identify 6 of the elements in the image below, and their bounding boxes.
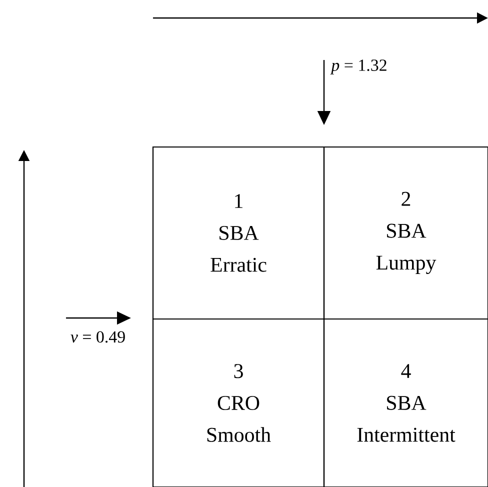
threshold-label: p = 1.32 bbox=[330, 60, 386, 74]
grid-cell: 4 SBA Intermittent bbox=[323, 318, 488, 487]
grid-cell: 2 SBA Lumpy bbox=[323, 146, 488, 320]
grid-cell: 1 SBA Erratic bbox=[152, 146, 325, 320]
threshold-label: v = 0.49 bbox=[70, 331, 125, 343]
grid-cell: 3 CRO Smooth bbox=[152, 318, 325, 487]
